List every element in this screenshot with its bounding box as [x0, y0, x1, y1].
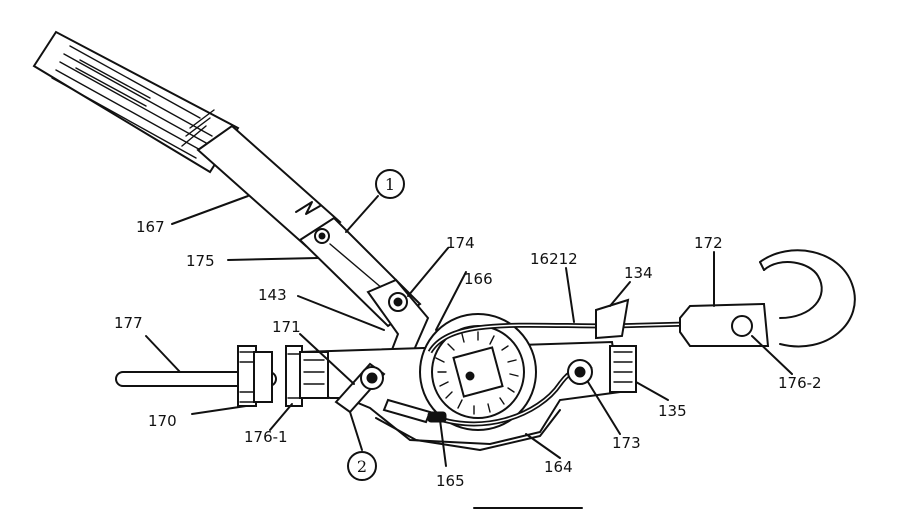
label-177: 177: [114, 314, 143, 332]
roller: [567, 359, 593, 385]
handle-shaft: [196, 124, 342, 248]
label-176-2: 176-2: [778, 374, 822, 392]
label-143: 143: [258, 286, 287, 304]
ratchet-drum: [419, 313, 537, 431]
label-176-1: 176-1: [244, 428, 288, 446]
handle-grip: [32, 30, 240, 174]
label-166: 166: [464, 270, 493, 288]
label-16212: 16212: [530, 250, 578, 268]
callout-2: 2: [347, 451, 377, 481]
label-173: 173: [612, 434, 641, 452]
callout-1-text: 1: [385, 175, 395, 194]
end-block: [609, 345, 637, 393]
label-167: 167: [136, 218, 165, 236]
label-165: 165: [436, 472, 465, 490]
link-arm: [334, 362, 447, 424]
callout-1: 1: [375, 169, 405, 199]
label-174: 174: [446, 234, 475, 252]
leader-lines: [145, 195, 793, 467]
label-164: 164: [544, 458, 573, 476]
label-170: 170: [148, 412, 177, 430]
label-135: 135: [658, 402, 687, 420]
callout-2-text: 2: [357, 457, 367, 476]
anchor-assembly: [115, 345, 329, 407]
cable-guide: [595, 298, 630, 340]
label-172: 172: [694, 234, 723, 252]
label-134: 134: [624, 264, 653, 282]
label-175: 175: [186, 252, 215, 270]
label-171: 171: [272, 318, 301, 336]
hook-assembly: [679, 249, 856, 348]
